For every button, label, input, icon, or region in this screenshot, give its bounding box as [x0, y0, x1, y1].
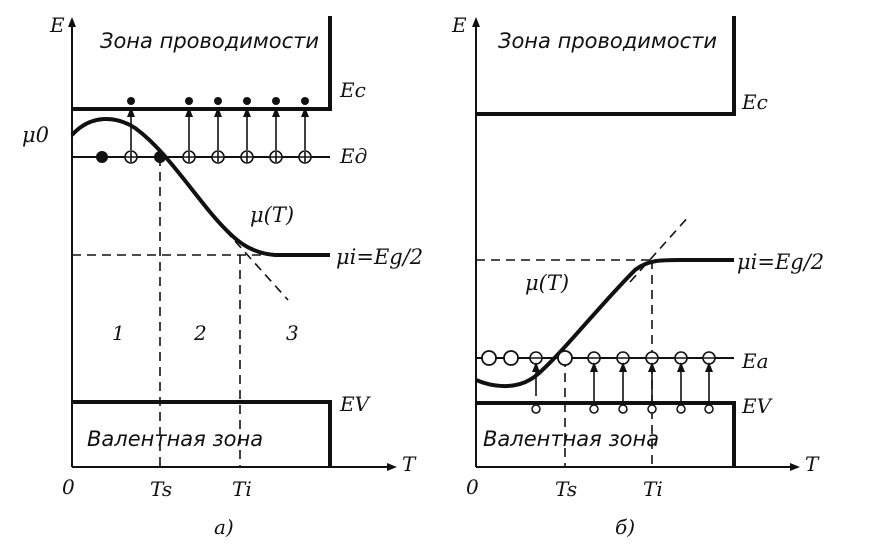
ec-label: Eс	[339, 78, 366, 102]
ec-label: Eс	[741, 90, 768, 114]
valence-band-edge	[476, 401, 736, 467]
mu-t-label: μ(T)	[250, 203, 294, 227]
valence-band-edge	[72, 400, 332, 467]
mu-t-label: μ(T)	[525, 271, 569, 295]
ts-label: Ts	[555, 477, 577, 501]
valence-zone-label: Валентная зона	[87, 427, 263, 451]
conduction-zone-label: Зона проводимости	[498, 29, 717, 53]
axis-e-label: E	[49, 13, 65, 37]
ed-label: Eд	[339, 144, 367, 168]
mu-extension-line	[224, 229, 289, 301]
region-3-label: 3	[286, 321, 299, 345]
mu-i-label: μi=Eg/2	[336, 245, 423, 269]
panel-b: E T 0 Зона проводимости Валентная зона E…	[451, 13, 824, 539]
ev-label: EV	[741, 394, 774, 418]
ionized-donor-icons	[124, 150, 312, 164]
region-1-label: 1	[112, 321, 125, 345]
hole-icons	[531, 404, 714, 414]
electron-dots	[127, 97, 309, 105]
mu0-label: μ0	[22, 123, 49, 147]
caption-a: а)	[214, 515, 234, 539]
neutral-donor-dot	[96, 151, 108, 163]
region-2-label: 2	[193, 321, 207, 345]
axis-t-label: T	[805, 452, 820, 476]
axis-t-label: T	[402, 452, 417, 476]
ea-label: Eа	[741, 349, 769, 373]
mu-extension-line	[629, 214, 691, 283]
conduction-zone-label: Зона проводимости	[100, 29, 319, 53]
conduction-band-edge	[72, 16, 332, 111]
neutral-acceptor-icons	[481, 350, 573, 366]
ti-label: Ti	[643, 477, 663, 501]
ti-label: Ti	[232, 477, 252, 501]
mu-i-label: μi=Eg/2	[737, 250, 824, 274]
excitation-arrows	[532, 362, 713, 404]
axis-e-label: E	[451, 13, 467, 37]
origin-label: 0	[466, 475, 479, 499]
origin-label: 0	[62, 475, 75, 499]
mu-t-curve	[475, 258, 734, 389]
valence-zone-label: Валентная зона	[483, 427, 659, 451]
excitation-arrows	[127, 107, 309, 150]
ev-label: EV	[339, 392, 372, 416]
mu-t-curve	[70, 116, 330, 257]
conduction-band-edge	[476, 16, 736, 116]
panel-a: E T 0 Зона проводимости Валентная зона E…	[22, 13, 423, 539]
ts-label: Ts	[150, 477, 172, 501]
caption-b: б)	[615, 515, 635, 539]
neutral-donor-dot	[154, 151, 166, 163]
